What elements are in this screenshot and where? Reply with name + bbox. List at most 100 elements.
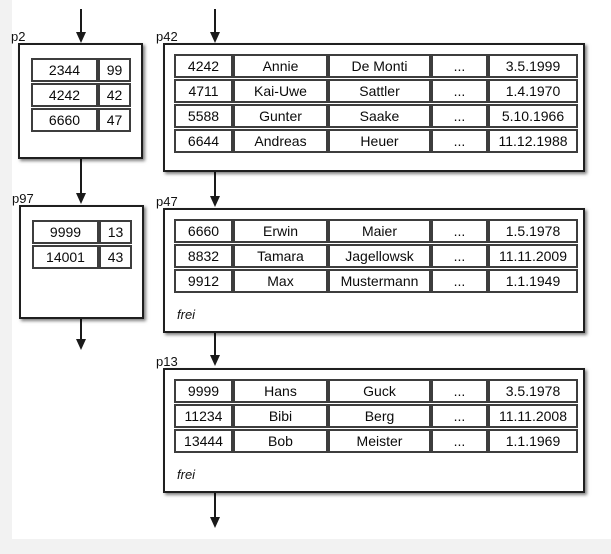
table-row: 9912 Max Mustermann ... 1.1.1949 (174, 269, 578, 293)
page-label-p42: p42 (156, 29, 178, 44)
arrow-p97-down (76, 319, 86, 350)
cell-pointer: 13 (99, 220, 132, 244)
cell-date: 11.12.1988 (488, 129, 578, 153)
cell-date: 1.1.1949 (488, 269, 578, 293)
data-table-p47: 6660 Erwin Maier ... 1.5.1978 8832 Tamar… (174, 218, 578, 294)
table-row: 6660 47 (31, 108, 131, 132)
cell-lastname: Guck (328, 379, 431, 403)
cell-key: 14001 (32, 245, 99, 269)
table-row: 4711 Kai-Uwe Sattler ... 1.4.1970 (174, 79, 578, 103)
cell-id: 9912 (174, 269, 233, 293)
cell-firstname: Hans (233, 379, 328, 403)
arrow-into-p42 (210, 9, 220, 43)
cell-firstname: Andreas (233, 129, 328, 153)
arrow-head-icon (210, 355, 220, 366)
cell-id: 5588 (174, 104, 233, 128)
cell-key: 9999 (32, 220, 99, 244)
page-node-p2: p2 2344 99 4242 42 6660 47 (11, 30, 143, 159)
cell-date: 3.5.1999 (488, 54, 578, 78)
arrow-head-icon (210, 32, 220, 43)
cell-id: 9999 (174, 379, 233, 403)
cell-date: 1.4.1970 (488, 79, 578, 103)
cell-lastname: Jagellowsk (328, 244, 431, 268)
arrow-head-icon (76, 193, 86, 204)
cell-date: 11.11.2009 (488, 244, 578, 268)
cell-more: ... (431, 269, 488, 293)
cell-more: ... (431, 104, 488, 128)
table-row: 8832 Tamara Jagellowsk ... 11.11.2009 (174, 244, 578, 268)
index-table-p97: 9999 13 14001 43 (32, 219, 132, 270)
arrow-shaft (214, 172, 216, 197)
arrow-head-icon (76, 339, 86, 350)
table-row: 9999 Hans Guck ... 3.5.1978 (174, 379, 578, 403)
cell-id: 13444 (174, 429, 233, 453)
cell-firstname: Gunter (233, 104, 328, 128)
cell-more: ... (431, 404, 488, 428)
arrow-shaft (214, 493, 216, 518)
cell-id: 4242 (174, 54, 233, 78)
arrow-shaft (80, 9, 82, 33)
cell-more: ... (431, 219, 488, 243)
arrow-head-icon (76, 32, 86, 43)
arrow-shaft (214, 333, 216, 356)
cell-firstname: Max (233, 269, 328, 293)
cell-lastname: Berg (328, 404, 431, 428)
table-row: 6644 Andreas Heuer ... 11.12.1988 (174, 129, 578, 153)
cell-pointer: 47 (98, 108, 131, 132)
table-row: 14001 43 (32, 245, 132, 269)
cell-lastname: Heuer (328, 129, 431, 153)
page-node-p13: p13 9999 Hans Guck ... 3.5.1978 11234 Bi… (156, 355, 585, 493)
page-label-p47: p47 (156, 194, 178, 209)
page-node-p97: p97 9999 13 14001 43 (12, 192, 144, 319)
cell-key: 6660 (31, 108, 98, 132)
table-row: 13444 Bob Meister ... 1.1.1969 (174, 429, 578, 453)
cell-key: 4242 (31, 83, 98, 107)
cell-date: 5.10.1966 (488, 104, 578, 128)
table-row: 9999 13 (32, 220, 132, 244)
arrow-p2-to-p97 (76, 159, 86, 204)
arrow-into-p2 (76, 9, 86, 43)
cell-lastname: De Monti (328, 54, 431, 78)
cell-more: ... (431, 379, 488, 403)
arrow-p42-to-p47 (210, 172, 220, 207)
table-row: 2344 99 (31, 58, 131, 82)
cell-firstname: Bibi (233, 404, 328, 428)
page-label-p2: p2 (11, 29, 26, 44)
cell-date: 3.5.1978 (488, 379, 578, 403)
table-row: 4242 42 (31, 83, 131, 107)
cell-id: 6660 (174, 219, 233, 243)
page-label-p97: p97 (12, 191, 34, 206)
page-label-p13: p13 (156, 354, 178, 369)
cell-firstname: Tamara (233, 244, 328, 268)
table-row: 5588 Gunter Saake ... 5.10.1966 (174, 104, 578, 128)
page-node-p42: p42 4242 Annie De Monti ... 3.5.1999 471… (156, 30, 585, 172)
arrow-shaft (80, 319, 82, 340)
data-table-p13: 9999 Hans Guck ... 3.5.1978 11234 Bibi B… (174, 378, 578, 454)
cell-id: 6644 (174, 129, 233, 153)
cell-more: ... (431, 54, 488, 78)
cell-pointer: 99 (98, 58, 131, 82)
cell-firstname: Erwin (233, 219, 328, 243)
cell-more: ... (431, 429, 488, 453)
data-table-p42: 4242 Annie De Monti ... 3.5.1999 4711 Ka… (174, 53, 578, 154)
cell-lastname: Sattler (328, 79, 431, 103)
page-node-p47: p47 6660 Erwin Maier ... 1.5.1978 8832 T… (156, 195, 585, 333)
cell-lastname: Maier (328, 219, 431, 243)
cell-pointer: 43 (99, 245, 132, 269)
cell-date: 1.5.1978 (488, 219, 578, 243)
arrow-p47-to-p13 (210, 333, 220, 366)
arrow-head-icon (210, 196, 220, 207)
cell-lastname: Meister (328, 429, 431, 453)
table-row: 4242 Annie De Monti ... 3.5.1999 (174, 54, 578, 78)
free-space-label: frei (177, 467, 196, 482)
index-table-p2: 2344 99 4242 42 6660 47 (31, 57, 131, 133)
cell-more: ... (431, 79, 488, 103)
cell-pointer: 42 (98, 83, 131, 107)
cell-id: 8832 (174, 244, 233, 268)
cell-key: 2344 (31, 58, 98, 82)
cell-lastname: Mustermann (328, 269, 431, 293)
cell-more: ... (431, 129, 488, 153)
arrow-head-icon (210, 517, 220, 528)
cell-lastname: Saake (328, 104, 431, 128)
arrow-p13-down (210, 493, 220, 528)
